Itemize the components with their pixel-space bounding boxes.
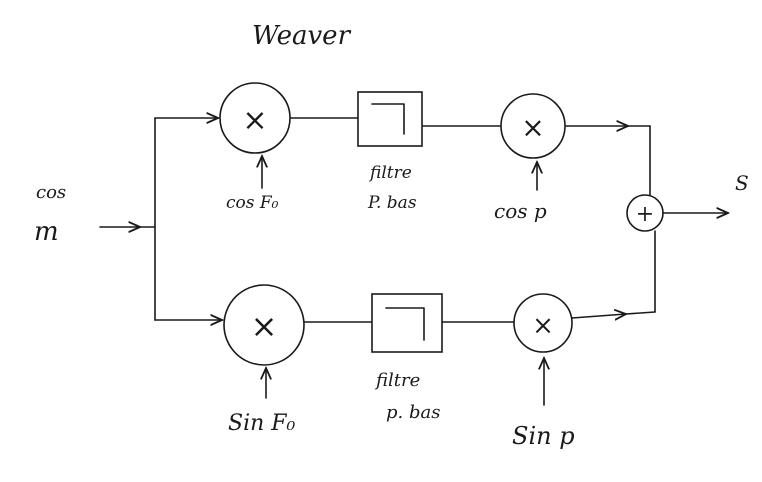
upper-mixer (219, 82, 291, 154)
lower-filter-label-1: filtre (374, 370, 420, 391)
diagram-title: Weaver (252, 21, 352, 51)
lower-mixer-symbol: × (251, 307, 278, 345)
upper-second-mixer (500, 93, 566, 159)
lower-mixer (223, 284, 305, 366)
lower-corner (625, 311, 656, 315)
input-label-m: m (34, 217, 59, 247)
upper-second-mixer-symbol: × (521, 111, 544, 144)
upper-filter-label-1: filtre (368, 163, 412, 183)
upper-filter-label-2: P. bas (367, 193, 417, 213)
upper-filter-box (357, 91, 423, 147)
adder-symbol: + (636, 202, 654, 227)
lower-filter-label-2: p. bas (386, 402, 440, 423)
lower-wire-3 (571, 314, 626, 318)
output-label: S (735, 171, 749, 195)
lower-carrier-label: Sin F₀ (228, 411, 296, 436)
upper-second-carrier-label: cos p (494, 199, 547, 223)
lower-filter-box (371, 293, 443, 353)
lower-second-mixer (513, 293, 573, 353)
input-label-cos: cos (36, 182, 66, 203)
lower-filter-icon (385, 307, 425, 341)
upper-carrier-label: cos F₀ (226, 193, 279, 213)
lower-second-mixer-symbol: × (532, 311, 554, 341)
upper-mixer-symbol: × (242, 103, 267, 138)
upper-filter-icon (371, 103, 405, 135)
lower-second-carrier-label: Sin p (512, 422, 575, 450)
